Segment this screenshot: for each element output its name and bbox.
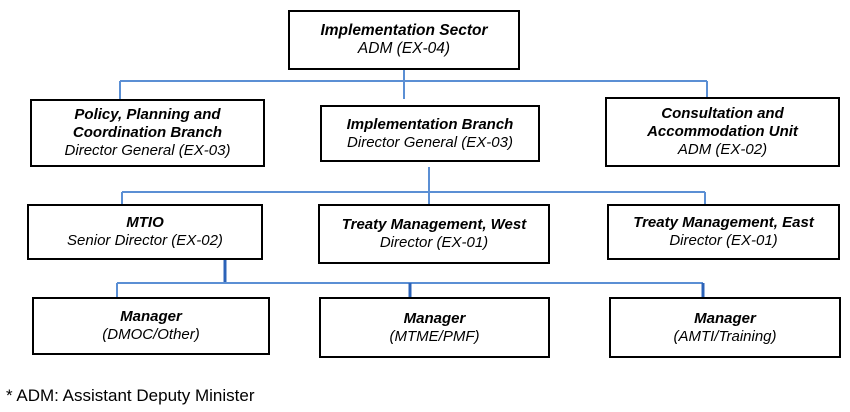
node-title: MTIO bbox=[126, 214, 164, 232]
node-title: Implementation Sector bbox=[320, 21, 488, 39]
node-title-line1: Policy, Planning and bbox=[74, 106, 221, 124]
node-title: Treaty Management, East bbox=[633, 214, 814, 232]
node-title-line2: Accommodation Unit bbox=[647, 123, 798, 141]
node-title: Manager bbox=[403, 309, 466, 327]
node-mtio[interactable]: MTIO Senior Director (EX-02) bbox=[27, 204, 263, 260]
node-subtitle: Director General (EX-03) bbox=[347, 133, 513, 151]
node-subtitle: Director (EX-01) bbox=[379, 234, 489, 251]
node-manager-amti-training[interactable]: Manager (AMTI/Training) bbox=[609, 297, 841, 358]
node-title: Treaty Management, West bbox=[341, 216, 527, 234]
node-subtitle: Senior Director (EX-02) bbox=[67, 232, 223, 249]
node-subtitle: ADM (EX-04) bbox=[357, 40, 451, 57]
node-subtitle: (DMOC/Other) bbox=[102, 326, 200, 343]
node-manager-dmoc-other[interactable]: Manager (DMOC/Other) bbox=[32, 297, 270, 355]
node-subtitle: Director General (EX-03) bbox=[64, 141, 231, 159]
node-policy-planning-coordination-branch[interactable]: Policy, Planning and Coordination Branch… bbox=[30, 99, 265, 167]
node-title-line1: Consultation and bbox=[661, 105, 784, 123]
node-implementation-sector[interactable]: Implementation Sector ADM (EX-04) bbox=[288, 10, 520, 70]
node-manager-mtme-pmf[interactable]: Manager (MTME/PMF) bbox=[319, 297, 550, 358]
node-title: Manager bbox=[120, 308, 182, 326]
node-subtitle: Director (EX-01) bbox=[669, 232, 778, 249]
node-consultation-accommodation-unit[interactable]: Consultation and Accommodation Unit ADM … bbox=[605, 97, 840, 167]
node-treaty-management-west[interactable]: Treaty Management, West Director (EX-01) bbox=[318, 204, 550, 264]
node-title: Implementation Branch bbox=[346, 115, 514, 133]
node-treaty-management-east[interactable]: Treaty Management, East Director (EX-01) bbox=[607, 204, 840, 260]
footnote-adm-legend: * ADM: Assistant Deputy Minister bbox=[6, 386, 255, 405]
node-title-line2: Coordination Branch bbox=[72, 124, 223, 142]
node-subtitle: ADM (EX-02) bbox=[677, 140, 768, 158]
node-title: Manager bbox=[694, 309, 756, 327]
node-subtitle: (AMTI/Training) bbox=[673, 327, 777, 345]
node-subtitle: (MTME/PMF) bbox=[389, 327, 480, 345]
node-implementation-branch[interactable]: Implementation Branch Director General (… bbox=[320, 105, 540, 162]
